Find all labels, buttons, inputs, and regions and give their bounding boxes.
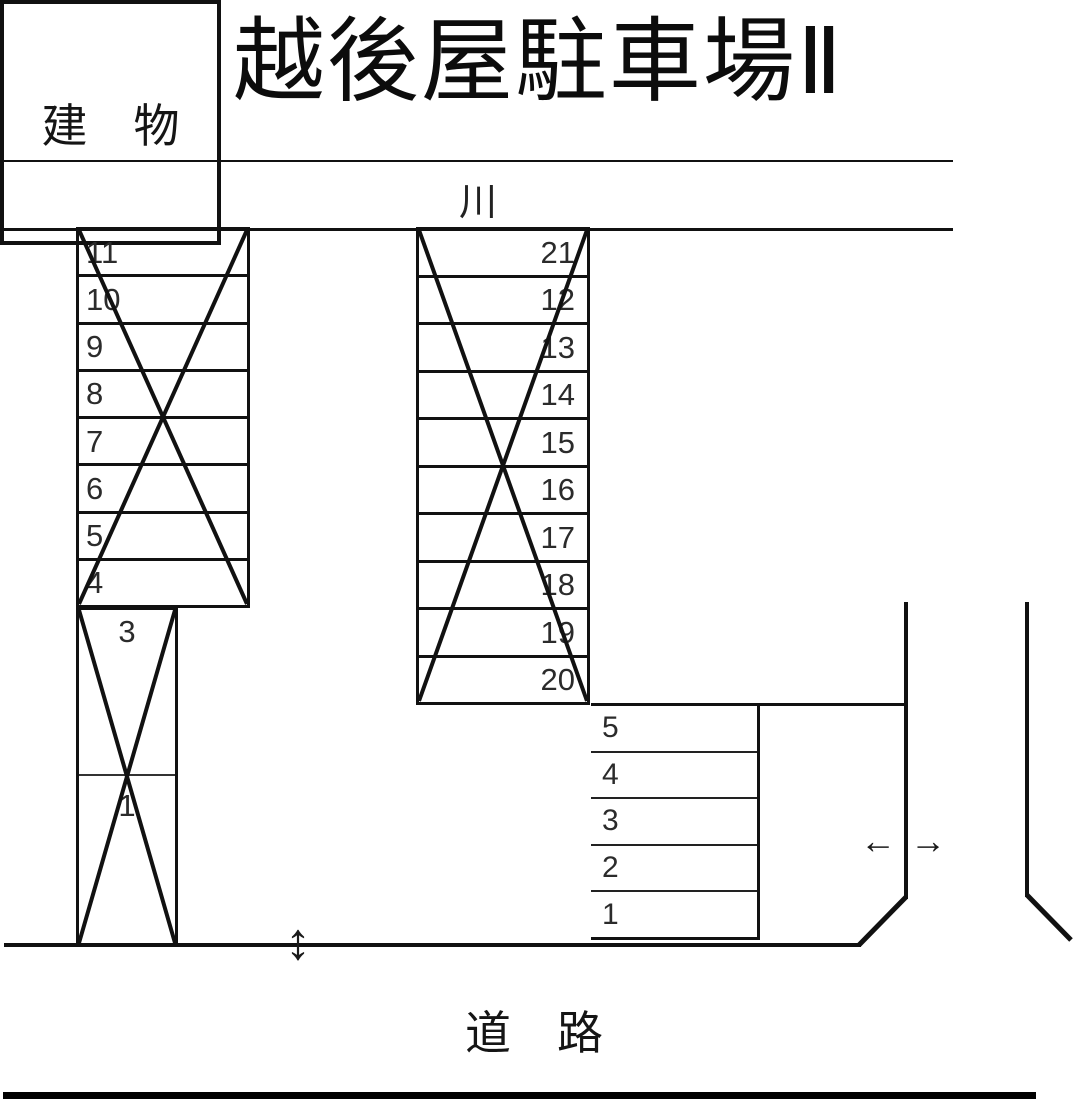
parking-space-row: 13 bbox=[419, 325, 587, 373]
driveway-right-line bbox=[1025, 602, 1029, 897]
space-number: 14 bbox=[540, 377, 575, 413]
parking-space-row: 5 bbox=[79, 514, 247, 561]
space-number: 11 bbox=[86, 234, 119, 270]
parking-space-row: 6 bbox=[79, 466, 247, 514]
right-arrow-icon: → bbox=[910, 820, 946, 861]
space-number: 8 bbox=[86, 376, 104, 412]
parking-space-row: 11 bbox=[79, 230, 247, 278]
parking-space-row: 5 bbox=[591, 706, 757, 753]
parking-space-row: 15 bbox=[419, 420, 587, 468]
space-number: 20 bbox=[540, 662, 575, 698]
parking-space-row: 10 bbox=[79, 277, 247, 325]
space-number: 1 bbox=[602, 897, 619, 931]
parking-space-row: 4 bbox=[591, 753, 757, 800]
parking-space-row: 3 bbox=[591, 799, 757, 846]
building-label: 建 物 bbox=[41, 99, 180, 152]
parking-block-right: 5 4 3 2 1 bbox=[591, 703, 760, 940]
driveway-left-line bbox=[904, 602, 908, 899]
space-number: 16 bbox=[540, 472, 575, 508]
parking-block-left-lower: 3 1 bbox=[76, 607, 178, 947]
bevel-corner-line bbox=[1025, 893, 1073, 942]
river-top-line bbox=[0, 160, 953, 162]
parking-space-row: 2 bbox=[591, 846, 757, 893]
road-label: 道 路 bbox=[465, 1007, 603, 1059]
parking-space-row: 3 bbox=[79, 610, 175, 774]
space-number: 1 bbox=[118, 788, 136, 823]
parking-space-row: 14 bbox=[419, 373, 587, 420]
ground-line bbox=[4, 943, 861, 947]
left-arrow-icon: ← bbox=[860, 820, 896, 861]
space-number: 9 bbox=[86, 329, 104, 365]
space-number: 18 bbox=[540, 567, 575, 603]
space-number: 4 bbox=[86, 565, 104, 601]
parking-block-left-upper: 11 10 9 8 7 6 5 4 bbox=[76, 227, 250, 608]
space-number: 4 bbox=[602, 757, 619, 791]
parking-space-row: 8 bbox=[79, 372, 247, 419]
space-number: 5 bbox=[602, 711, 619, 745]
space-number: 3 bbox=[602, 804, 619, 838]
space-number: 15 bbox=[540, 424, 575, 460]
beveled-corners bbox=[857, 893, 1073, 947]
parking-space-row: 18 bbox=[419, 563, 587, 610]
page-title: 越後屋駐車場Ⅱ bbox=[232, 11, 845, 113]
road-bottom-line bbox=[3, 1092, 1036, 1099]
parking-block-middle: 21 12 13 14 15 16 17 18 19 20 bbox=[416, 227, 590, 705]
right-area-top-line bbox=[760, 703, 908, 706]
river-label: 川 bbox=[458, 182, 497, 224]
parking-space-row: 4 bbox=[79, 561, 247, 605]
space-number: 10 bbox=[86, 281, 121, 317]
parking-space-row: 17 bbox=[419, 515, 587, 563]
space-number: 6 bbox=[86, 470, 104, 506]
parking-space-row: 16 bbox=[419, 468, 587, 515]
space-number: 2 bbox=[602, 851, 619, 885]
space-number: 13 bbox=[540, 329, 575, 365]
parking-space-row: 21 bbox=[419, 230, 587, 278]
parking-space-row: 1 bbox=[79, 774, 175, 944]
parking-space-row: 9 bbox=[79, 325, 247, 372]
parking-space-row: 12 bbox=[419, 278, 587, 325]
space-number: 7 bbox=[86, 423, 104, 459]
space-number: 5 bbox=[86, 518, 104, 554]
parking-space-row: 20 bbox=[419, 658, 587, 703]
space-number: 21 bbox=[540, 234, 575, 270]
space-number: 19 bbox=[540, 614, 575, 650]
parking-space-row: 7 bbox=[79, 419, 247, 467]
space-number: 3 bbox=[118, 614, 136, 649]
two-way-vertical-arrow-icon: ↕ bbox=[285, 913, 311, 971]
parking-space-row: 1 bbox=[591, 892, 757, 937]
parking-space-row: 19 bbox=[419, 610, 587, 658]
space-number: 12 bbox=[540, 282, 575, 318]
space-number: 17 bbox=[540, 519, 575, 555]
bevel-corner-line bbox=[857, 895, 908, 947]
